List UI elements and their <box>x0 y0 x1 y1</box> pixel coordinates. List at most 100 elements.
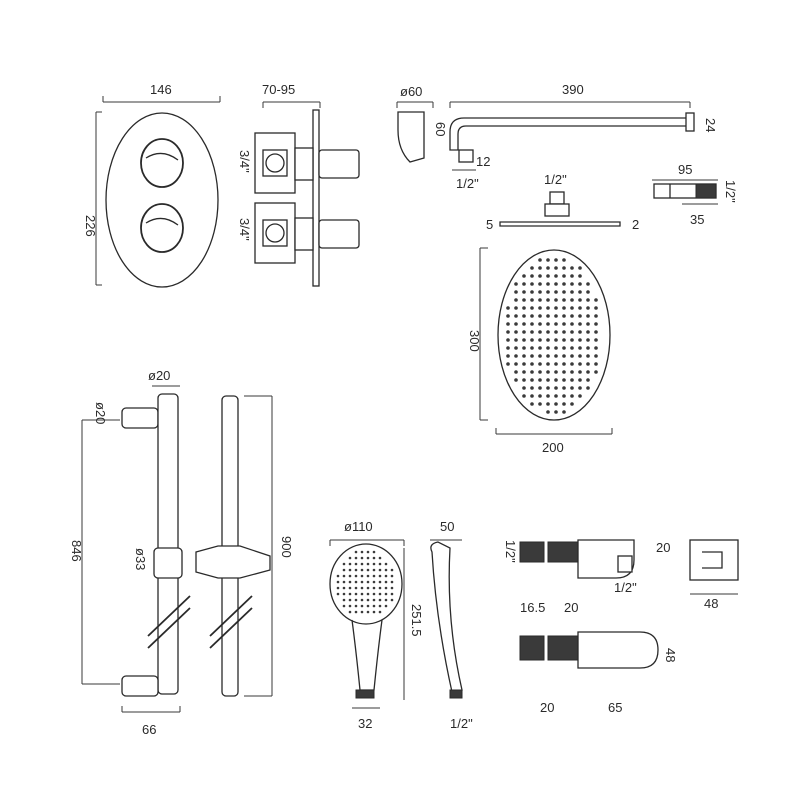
nozzle-dot <box>546 338 550 342</box>
nozzle-dot <box>378 568 382 572</box>
nozzle-dot <box>554 346 558 350</box>
nozzle-dot <box>354 592 358 596</box>
dim-holder-bottom-right: 65 <box>608 700 622 715</box>
nozzle-dot <box>554 330 558 334</box>
nozzle-dot <box>546 394 550 398</box>
nozzle-dot <box>538 370 542 374</box>
nozzle-dot <box>390 568 394 572</box>
nozzle-dot <box>554 370 558 374</box>
nozzle-dot <box>522 274 526 278</box>
nozzle-dot <box>372 598 376 602</box>
nozzle-dot <box>586 362 590 366</box>
nozzle-dot <box>366 574 370 578</box>
nozzle-dot <box>522 346 526 350</box>
rail-bracket-top <box>121 407 159 429</box>
nozzle-dot <box>546 314 550 318</box>
nozzle-dot <box>554 362 558 366</box>
nozzle-dot <box>354 556 358 560</box>
nozzle-dot <box>342 604 346 608</box>
nozzle-dot <box>538 258 542 262</box>
nozzle-dot <box>562 346 566 350</box>
nozzle-dot <box>554 378 558 382</box>
nozzle-dot <box>384 574 388 578</box>
nozzle-dot <box>342 574 346 578</box>
elbow-front <box>689 539 739 581</box>
nozzle-dot <box>506 338 510 342</box>
nozzle-dot <box>562 282 566 286</box>
nozzle-dot <box>530 362 534 366</box>
nozzle-dot <box>348 556 352 560</box>
nozzle-dot <box>372 556 376 560</box>
nozzle-dot <box>594 362 598 366</box>
nozzle-dot <box>522 298 526 302</box>
nozzle-dot <box>530 394 534 398</box>
nozzle-dot <box>348 580 352 584</box>
nozzle-dot <box>570 282 574 286</box>
nozzle-dot <box>530 290 534 294</box>
nozzle-dot <box>562 338 566 342</box>
nozzle-dot <box>348 586 352 590</box>
nozzle-dot <box>514 314 518 318</box>
nozzle-dot <box>594 370 598 374</box>
dim-holder-top-right: 20 <box>564 600 578 615</box>
nozzle-dot <box>538 274 542 278</box>
nozzle-dot <box>554 314 558 318</box>
nozzle-dot <box>530 322 534 326</box>
nozzle-dot <box>562 322 566 326</box>
nozzle-dot <box>554 394 558 398</box>
nozzle-dot <box>546 370 550 374</box>
nozzle-dot <box>378 556 382 560</box>
nozzle-dot <box>570 378 574 382</box>
valve-handle-bottom <box>318 219 360 249</box>
valve-wall-plate <box>312 109 320 287</box>
dim-elbow-height: 20 <box>656 540 670 555</box>
dim-rail-slider-dia: ø33 <box>133 548 148 570</box>
nozzle-dot <box>342 568 346 572</box>
nozzle-dot <box>360 550 364 554</box>
nozzle-dot <box>554 298 558 302</box>
nozzle-dot <box>554 386 558 390</box>
nozzle-dot <box>562 290 566 294</box>
nozzle-dot <box>538 338 542 342</box>
nozzle-dot <box>546 282 550 286</box>
dim-elbow-width: 48 <box>704 596 718 611</box>
valve-front: 146 226 <box>83 82 221 288</box>
nozzle-dot <box>378 580 382 584</box>
nozzle-dot <box>360 574 364 578</box>
nozzle-dot <box>594 330 598 334</box>
nozzle-dot <box>562 330 566 334</box>
nozzle-dot <box>586 354 590 358</box>
nozzle-dot <box>366 568 370 572</box>
rail-side-slider <box>195 545 271 579</box>
nozzle-dot <box>538 290 542 294</box>
nozzle-dot <box>506 362 510 366</box>
dim-holder-bottom-left: 20 <box>540 700 554 715</box>
nozzle-dot <box>348 574 352 578</box>
nozzle-dot <box>562 258 566 262</box>
nozzle-dot <box>570 298 574 302</box>
wall-elbow: 1/2" 20 1/2" 48 <box>503 539 739 611</box>
nozzle-dot <box>354 574 358 578</box>
nozzle-dot <box>336 592 340 596</box>
nozzle-dot <box>354 580 358 584</box>
nozzle-dot <box>586 346 590 350</box>
nozzle-dot <box>354 568 358 572</box>
nozzle-dot <box>586 386 590 390</box>
slide-rail: ø20 ø20 846 ø33 66 <box>69 368 191 737</box>
nozzle-dot <box>390 586 394 590</box>
handset-handle <box>351 619 383 691</box>
dim-head-thick-right: 2 <box>632 217 639 232</box>
nozzle-dot <box>360 556 364 560</box>
nozzle-dot <box>562 386 566 390</box>
nozzle-dot <box>594 322 598 326</box>
nozzle-dot <box>554 282 558 286</box>
nozzle-dot <box>530 282 534 286</box>
nozzle-dot <box>546 386 550 390</box>
nozzle-dot <box>546 354 550 358</box>
nozzle-dot <box>348 604 352 608</box>
nozzle-dot <box>570 330 574 334</box>
nozzle-dot <box>546 298 550 302</box>
nozzle-dot <box>384 592 388 596</box>
nozzle-dot <box>578 354 582 358</box>
nozzle-dot <box>378 586 382 590</box>
